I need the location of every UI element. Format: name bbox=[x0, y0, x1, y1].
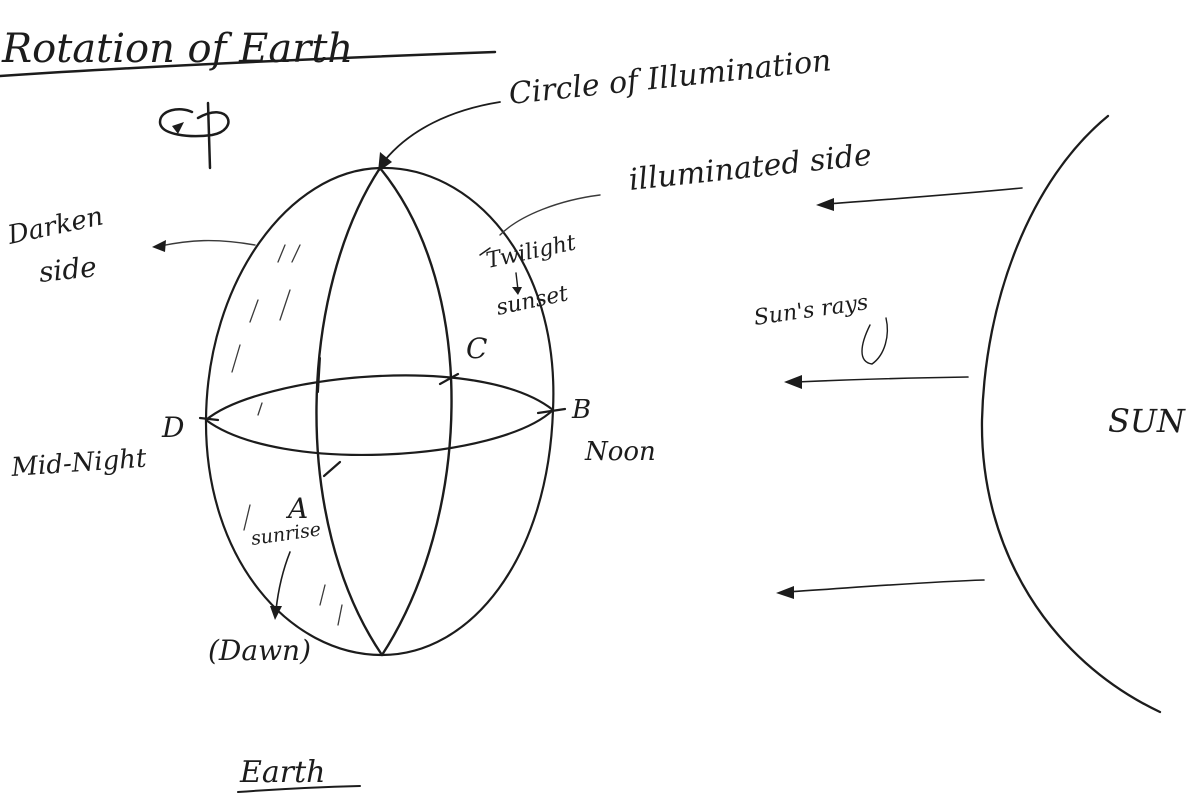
illuminated-side-label: illuminated side bbox=[627, 138, 873, 198]
illuminated-side-pointer bbox=[500, 195, 600, 235]
point-d-label: D bbox=[161, 411, 184, 444]
rotation-arrow-icon bbox=[160, 103, 228, 168]
circle-of-illumination-line bbox=[316, 168, 451, 655]
circle-of-illumination-label: Circle of Illumination bbox=[507, 43, 833, 112]
earth-outline bbox=[206, 168, 553, 655]
suns-rays bbox=[776, 188, 1022, 599]
sunset-label: sunset bbox=[494, 281, 571, 321]
sunrise-label: sunrise bbox=[250, 518, 323, 550]
earth-globe bbox=[200, 168, 565, 655]
circle-of-illumination-arrow bbox=[385, 102, 500, 160]
dark-side-shading bbox=[232, 245, 342, 625]
point-b-label: B bbox=[571, 395, 591, 425]
dawn-label: (Dawn) bbox=[208, 634, 311, 667]
sun-ray-arrow-bottom bbox=[786, 580, 984, 592]
noon-label: Noon bbox=[584, 437, 656, 467]
earth-caption: Earth bbox=[239, 755, 326, 790]
mid-night-label: Mid-Night bbox=[9, 444, 148, 483]
sun-ray-arrow-middle bbox=[796, 377, 968, 382]
twilight-label: Twilight bbox=[484, 230, 578, 273]
darken-side-arrow bbox=[160, 241, 255, 246]
point-c-label: C bbox=[466, 332, 487, 365]
sun-ray-arrow-top bbox=[826, 188, 1022, 204]
sun-label: SUN bbox=[1108, 402, 1186, 440]
darken-side-label-line2: side bbox=[37, 250, 98, 289]
darken-side-label: Darken bbox=[4, 201, 106, 251]
suns-rays-label: Sun's rays bbox=[752, 290, 869, 331]
dawn-arrow bbox=[276, 552, 290, 610]
